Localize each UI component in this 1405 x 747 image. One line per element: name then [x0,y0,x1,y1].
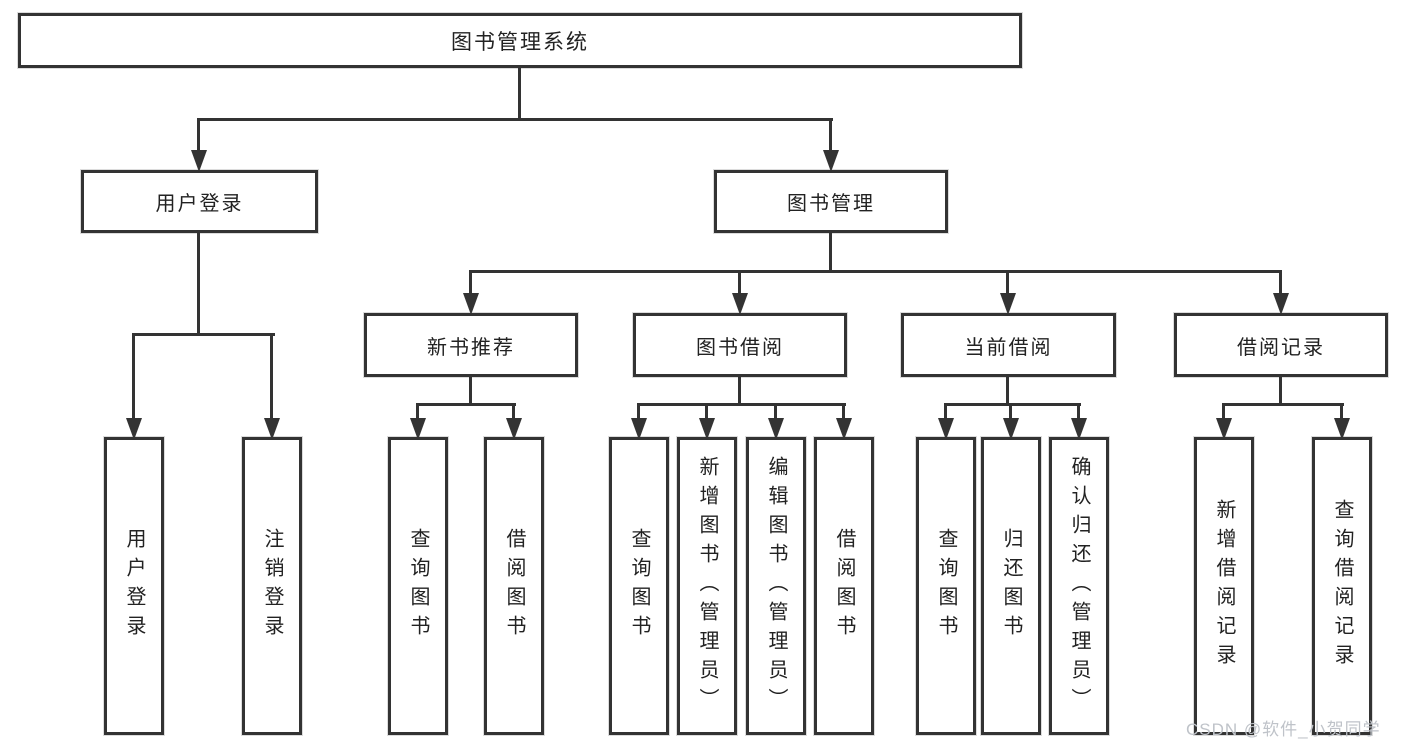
leaf-borrow-books-recommend: 借阅图书 [484,437,544,735]
leaf-return-book: 归还图书 [981,437,1041,735]
leaf-label: 归还图书 [1000,528,1022,644]
node-label: 当前借阅 [964,336,1053,359]
connector-line [829,120,832,152]
node-label: 图书管理 [787,193,875,215]
connector-line [197,233,200,335]
arrow-down-icon [1216,418,1232,440]
leaf-add-book-admin: 新增图书（管理员） [677,437,737,735]
leaf-label: 查询图书 [407,528,429,644]
node-book-management: 图书管理 [714,170,948,233]
connector-line [197,118,833,121]
connector-line [518,68,521,120]
connector-line [469,272,472,296]
leaf-label: 用户登录 [123,528,145,644]
connector-line [1222,405,1225,425]
connector-line [1222,403,1344,406]
arrow-down-icon [1273,293,1289,315]
node-label: 新书推荐 [427,336,515,359]
node-borrow-records: 借阅记录 [1174,313,1388,377]
arrow-down-icon [631,418,647,440]
connector-line [1279,272,1282,296]
arrow-down-icon [1000,293,1016,315]
leaf-label: 借阅图书 [833,528,855,644]
connector-line [1006,377,1009,405]
connector-line [637,405,640,425]
connector-line [132,335,135,425]
leaf-query-books-current: 查询图书 [916,437,976,735]
connector-line [774,405,777,425]
connector-line [132,333,275,336]
leaf-edit-book-admin: 编辑图书（管理员） [746,437,806,735]
leaf-confirm-return-admin: 确认归还（管理员） [1049,437,1109,735]
arrow-down-icon [410,418,426,440]
arrow-down-icon [938,418,954,440]
arrow-down-icon [463,293,479,315]
connector-line [842,405,845,425]
leaf-add-borrow-record: 新增借阅记录 [1194,437,1254,735]
arrow-down-icon [191,150,207,172]
node-user-login: 用户登录 [81,170,318,233]
leaf-label: 借阅图书 [503,528,525,644]
node-label: 用户登录 [155,193,244,215]
connector-line [944,405,947,425]
node-book-management-system: 图书管理系统 [18,13,1022,68]
leaf-label: 新增借阅记录 [1213,499,1235,673]
leaf-label: 编辑图书（管理员） [765,455,787,717]
arrow-down-icon [823,150,839,172]
node-current-borrow: 当前借阅 [901,313,1116,377]
leaf-label: 新增图书（管理员） [696,455,718,717]
arrow-down-icon [1071,418,1087,440]
connector-line [512,405,515,425]
connector-line [1009,405,1012,425]
node-book-borrow: 图书借阅 [633,313,847,377]
csdn-watermark: CSDN @软件_小贺同学 [1186,720,1381,739]
leaf-logout: 注销登录 [242,437,302,735]
leaf-label: 注销登录 [261,528,283,644]
arrow-down-icon [126,418,142,440]
leaf-label: 确认归还（管理员） [1068,455,1090,717]
connector-line [469,377,472,405]
leaf-query-borrow-record: 查询借阅记录 [1312,437,1372,735]
connector-line [1077,405,1080,425]
arrow-down-icon [264,418,280,440]
node-label: 图书借阅 [696,336,784,359]
connector-line [197,120,200,152]
leaf-query-books-recommend: 查询图书 [388,437,448,735]
connector-line [1006,272,1009,296]
arrow-down-icon [1003,418,1019,440]
leaf-label: 查询借阅记录 [1331,499,1353,673]
connector-line [738,377,741,405]
leaf-label: 查询图书 [628,528,650,644]
connector-line [944,403,1081,406]
node-label: 图书管理系统 [451,30,589,54]
connector-line [469,270,1282,273]
leaf-query-books-borrow: 查询图书 [609,437,669,735]
connector-line [1279,377,1282,405]
arrow-down-icon [699,418,715,440]
arrow-down-icon [768,418,784,440]
node-label: 借阅记录 [1237,336,1325,359]
connector-line [416,405,419,425]
connector-line [416,403,516,406]
leaf-borrow-books: 借阅图书 [814,437,874,735]
connector-line [705,405,708,425]
arrow-down-icon [732,293,748,315]
leaf-label: 查询图书 [935,528,957,644]
connector-line [270,335,273,425]
arrow-down-icon [506,418,522,440]
connector-line [829,233,832,272]
arrow-down-icon [1334,418,1350,440]
connector-line [1340,405,1343,425]
connector-line [637,403,846,406]
leaf-user-login: 用户登录 [104,437,164,735]
node-new-book-recommend: 新书推荐 [364,313,578,377]
connector-line [738,272,741,296]
arrow-down-icon [836,418,852,440]
